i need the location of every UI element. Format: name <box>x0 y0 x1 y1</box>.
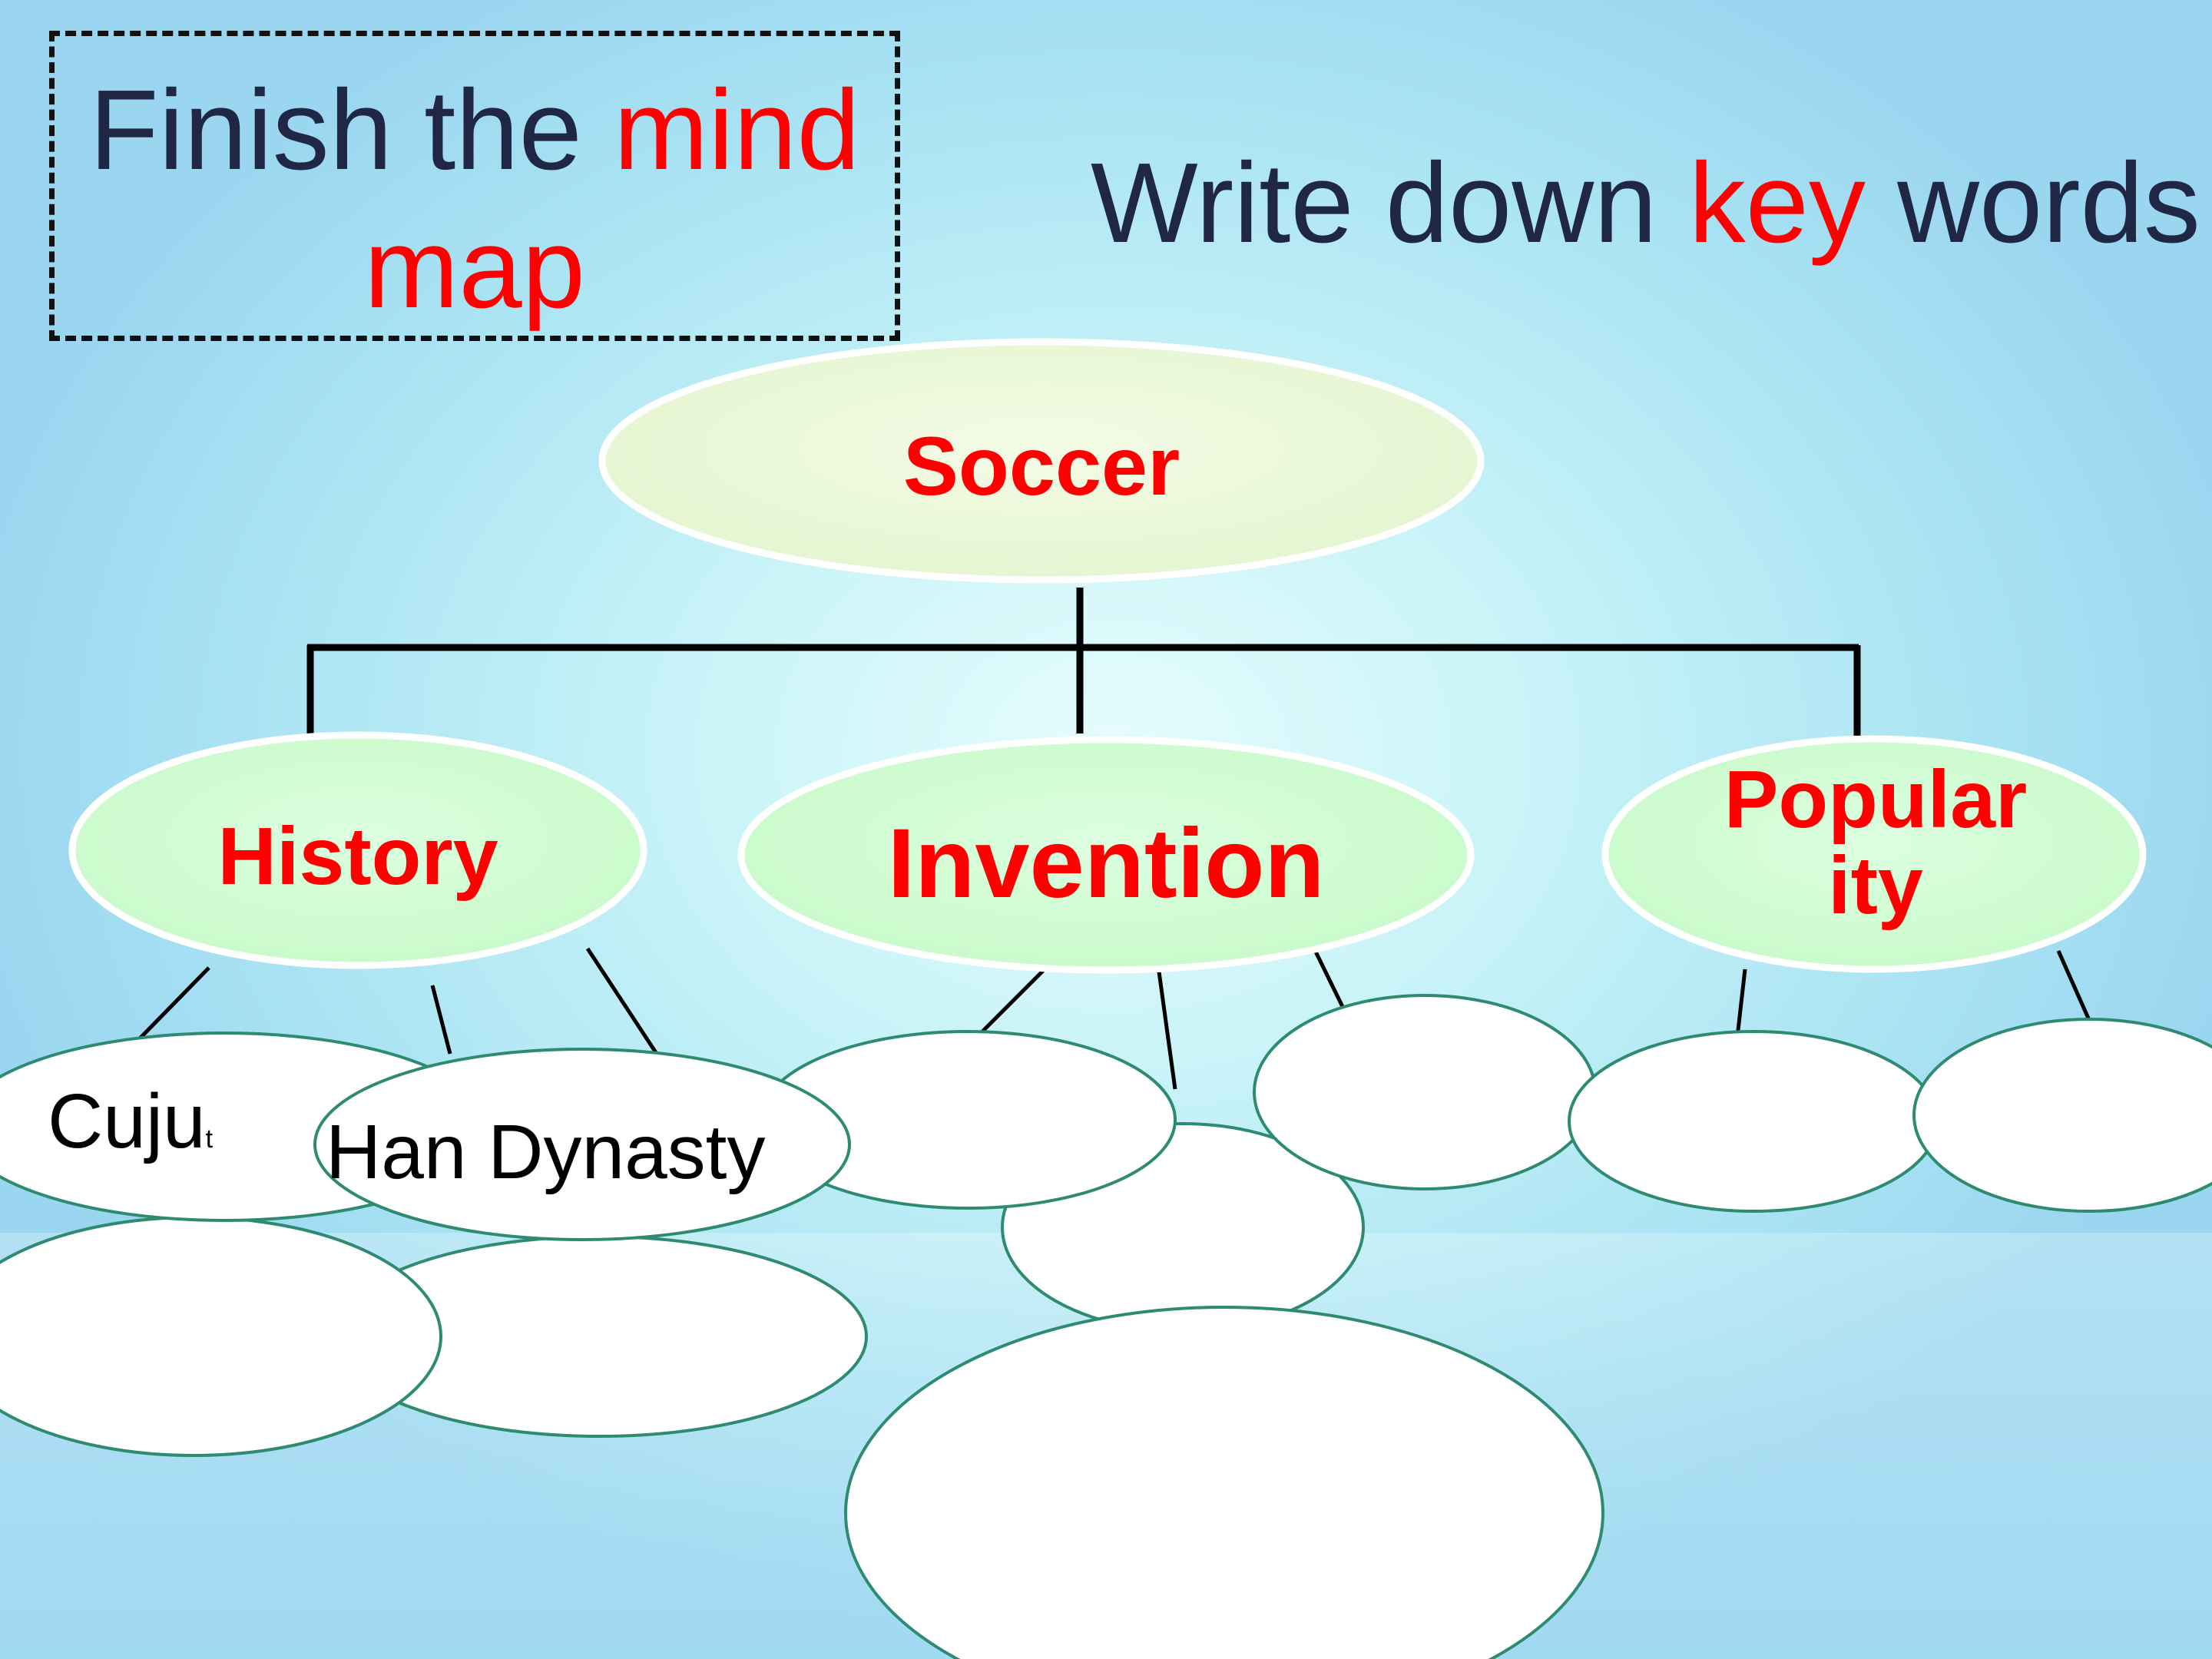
instruction-part-1: Write down <box>1091 140 1689 267</box>
connector-han-dynasty <box>585 947 659 1055</box>
branch-label-invention: Invention <box>887 809 1325 919</box>
leaf-node-large-bottom[interactable] <box>844 1306 1604 1659</box>
leaf-node-bottom-left[interactable] <box>0 1216 442 1457</box>
leaf-node-han-dynasty[interactable] <box>313 1048 851 1241</box>
leaf-label-han-dynasty: Han Dynasty <box>326 1109 766 1195</box>
connector-popularity-2 <box>2056 949 2091 1022</box>
title-text: Finish the <box>89 67 614 194</box>
root-label: Soccer <box>902 419 1181 512</box>
tree-connectors <box>306 588 1861 739</box>
connector-invention-2 <box>1156 965 1177 1090</box>
cuju-superscript: t <box>205 1124 214 1154</box>
connector-invention-1 <box>974 966 1048 1040</box>
leaf-node-invention-3[interactable] <box>1253 994 1597 1190</box>
leaf-label-cuju: Cujut <box>48 1075 213 1185</box>
branch-label-history: History <box>217 811 498 902</box>
leaf-node-popularity-1[interactable] <box>1568 1030 1939 1213</box>
cuju-text: Cuju <box>48 1078 206 1164</box>
leaf-nodes <box>0 994 2212 1659</box>
root-node[interactable] <box>598 338 1485 584</box>
title-highlight: mind map <box>364 67 860 332</box>
branch-node-popularity[interactable] <box>1601 735 2147 973</box>
branch-node-history[interactable] <box>68 731 647 969</box>
connector-cuju <box>138 966 210 1040</box>
branch-nodes <box>68 338 2147 974</box>
instruction-text: Write down key words <box>1091 138 2200 269</box>
branch-node-invention[interactable] <box>737 736 1475 974</box>
connector-popularity-1 <box>1735 969 1747 1038</box>
instruction-part-3: words <box>1865 140 2200 267</box>
leaf-connectors <box>138 945 2091 1090</box>
instruction-highlight: key <box>1688 140 1866 267</box>
branch-label-popularity: Popular ity <box>1724 754 2028 931</box>
title-box <box>49 31 900 341</box>
slide-title: Finish the mind map <box>49 61 900 338</box>
leaf-node-popularity-2[interactable] <box>1912 1018 2212 1213</box>
connector-history-2 <box>430 985 452 1055</box>
